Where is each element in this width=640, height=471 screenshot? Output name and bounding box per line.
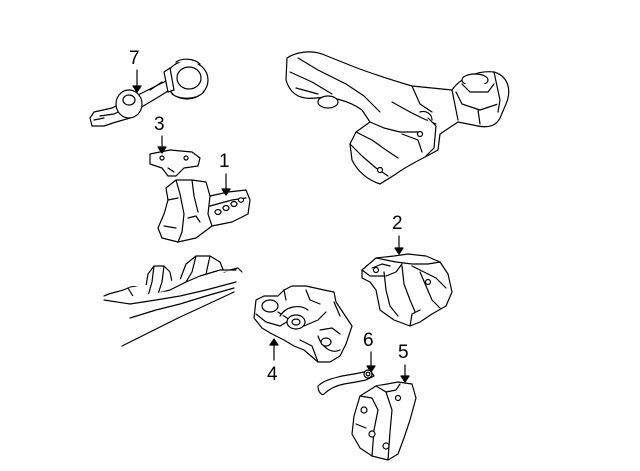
callout-7: 7 [129,48,140,69]
subframe-icon [285,51,510,185]
callout-4: 4 [267,364,278,385]
transmission-mount-icon [361,253,453,327]
bracket-rod-icon [317,369,375,396]
engine-mount-icon [157,179,251,243]
torque-strut-icon [89,58,209,127]
callout-3: 3 [154,114,165,135]
leader-lines [132,69,410,383]
mount-support-icon [351,381,417,461]
frame-rail-icon [103,255,243,347]
callout-6: 6 [363,330,374,351]
mount-bracket-icon [149,149,201,177]
transmission-bracket-icon [253,285,353,363]
callout-1: 1 [219,151,230,172]
callout-2: 2 [392,213,403,234]
callout-5: 5 [398,342,409,363]
